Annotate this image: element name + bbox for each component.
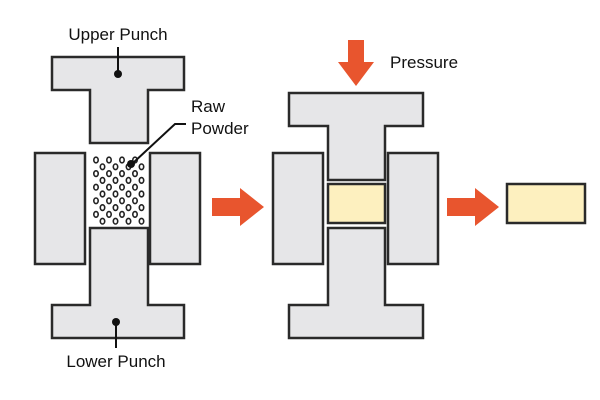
powder-grain bbox=[99, 163, 106, 171]
powder-grain bbox=[93, 197, 100, 205]
stage-pressing: Pressure bbox=[271, 40, 458, 340]
powder-grain bbox=[112, 190, 119, 198]
right-arrow-icon bbox=[212, 188, 264, 226]
lower-punch-label: Lower Punch bbox=[66, 352, 165, 371]
powder-grain bbox=[125, 204, 132, 212]
upper-punch bbox=[50, 55, 186, 145]
powder-grain bbox=[125, 176, 132, 184]
powder-grain bbox=[138, 163, 145, 171]
powder-grain bbox=[112, 204, 119, 212]
down-arrow-icon bbox=[338, 40, 374, 86]
lower-punch-marker bbox=[112, 318, 120, 326]
powder-grain bbox=[119, 156, 126, 164]
powder-grain bbox=[112, 176, 119, 184]
lower-punch-pressing bbox=[287, 226, 425, 340]
powder-grain bbox=[125, 217, 132, 225]
right-arrow-icon bbox=[447, 188, 499, 226]
powder-grain bbox=[132, 197, 139, 205]
powder-grain bbox=[119, 210, 126, 218]
powder-grain bbox=[93, 210, 100, 218]
upper-punch-marker bbox=[114, 70, 122, 78]
die-wall-right bbox=[148, 151, 202, 266]
powder-grain bbox=[93, 156, 100, 164]
powder-grain bbox=[106, 156, 113, 164]
powder-grain bbox=[99, 190, 106, 198]
powder-grain bbox=[132, 210, 139, 218]
powder-grain bbox=[138, 190, 145, 198]
powder-grain bbox=[132, 183, 139, 191]
powder-grain bbox=[99, 217, 106, 225]
powder-grain bbox=[132, 170, 139, 178]
powder-grain bbox=[99, 204, 106, 212]
powder-grain bbox=[125, 190, 132, 198]
powder-grain bbox=[106, 183, 113, 191]
die-wall-left bbox=[33, 151, 87, 266]
powder-grain bbox=[138, 204, 145, 212]
powder-grain bbox=[119, 170, 126, 178]
upper-punch-label: Upper Punch bbox=[68, 25, 167, 44]
raw-powder-label-line1: Raw bbox=[191, 97, 226, 116]
powder-grain bbox=[93, 170, 100, 178]
raw-powder-label-line2: Powder bbox=[191, 119, 249, 138]
powder-grain bbox=[119, 183, 126, 191]
powder-grain bbox=[112, 217, 119, 225]
powder-grain bbox=[138, 176, 145, 184]
powder-grain bbox=[112, 163, 119, 171]
die-wall-right-pressing bbox=[386, 151, 440, 266]
upper-punch-pressing bbox=[287, 91, 425, 182]
powder-grain bbox=[106, 170, 113, 178]
raw-powder bbox=[93, 156, 145, 225]
raw-powder-marker bbox=[127, 160, 135, 168]
ejected-compact bbox=[505, 182, 587, 225]
raw-powder-leader bbox=[132, 123, 186, 164]
stage-filling: Upper Punch Raw Powder Lower Punch bbox=[33, 25, 249, 371]
die-wall-left-pressing bbox=[271, 151, 325, 266]
powder-grain bbox=[106, 210, 113, 218]
powder-grain bbox=[99, 176, 106, 184]
lower-punch bbox=[50, 226, 186, 340]
powder-grain bbox=[106, 197, 113, 205]
pressure-label: Pressure bbox=[390, 53, 458, 72]
powder-grain bbox=[119, 197, 126, 205]
pressed-compact bbox=[326, 182, 387, 225]
powder-grain bbox=[138, 217, 145, 225]
powder-grain bbox=[93, 183, 100, 191]
